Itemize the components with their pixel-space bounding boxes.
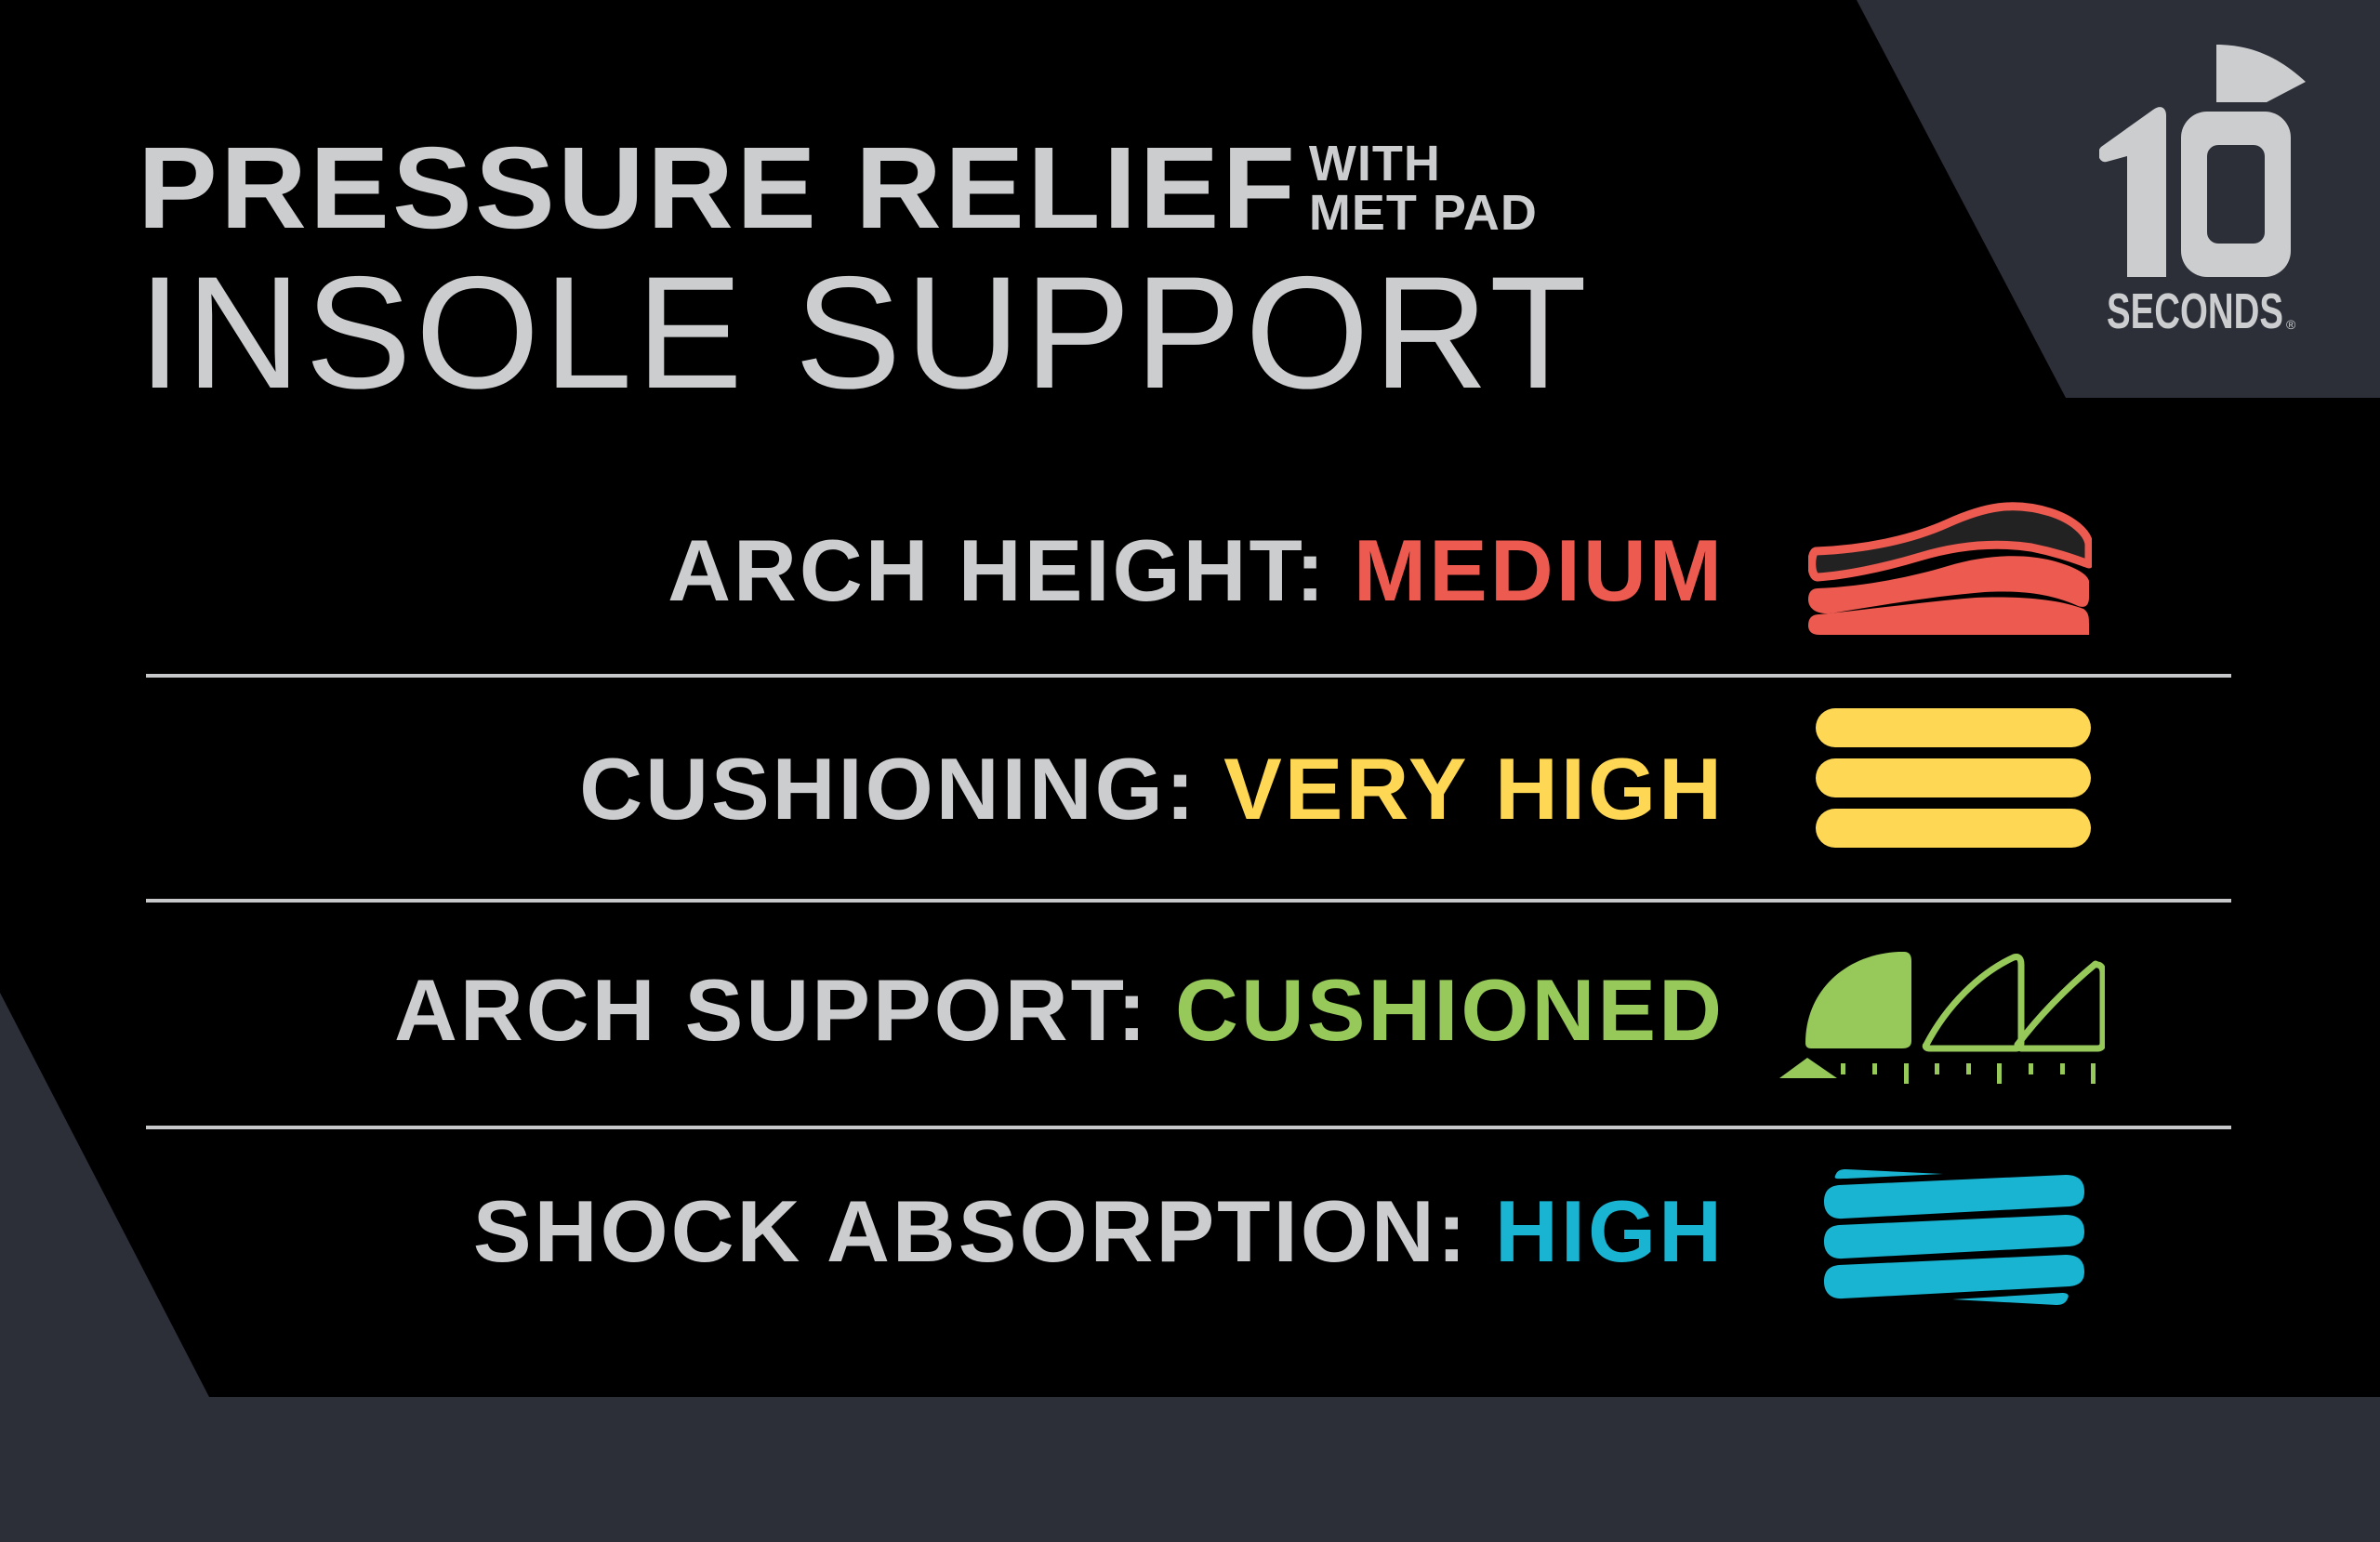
arch-support-scale-icon xyxy=(1779,952,2105,1084)
feature-row-shock-absorption: SHOCK ABSORPTION:HIGH xyxy=(0,1188,1725,1275)
divider xyxy=(146,674,2231,678)
feature-label: CUSHIONING: xyxy=(579,740,1198,837)
page-title: PRESSURE RELIEF xyxy=(138,124,1299,253)
feature-value: MEDIUM xyxy=(1353,521,1725,619)
feature-value: CUSHIONED xyxy=(1174,961,1725,1059)
title-line1-group: PRESSURE RELIEF WITH MET PAD xyxy=(138,130,1538,246)
subtitle-line2: MET PAD xyxy=(1308,184,1538,241)
title-subtitle: WITH MET PAD xyxy=(1308,136,1538,241)
feature-row-arch-height: ARCH HEIGHT:MEDIUM xyxy=(0,527,1725,614)
feature-row-arch-support: ARCH SUPPORT:CUSHIONED xyxy=(0,967,1725,1054)
ten-seconds-logo: SECONDS ® xyxy=(2099,45,2306,339)
shock-absorption-spring-icon xyxy=(1824,1169,2084,1305)
feature-value: HIGH xyxy=(1495,1182,1725,1280)
subtitle-line1: WITH xyxy=(1308,136,1441,191)
arch-height-layers-icon xyxy=(1808,502,2092,635)
feature-value: VERY HIGH xyxy=(1223,740,1725,837)
logo-word: SECONDS xyxy=(2107,283,2283,339)
cushioning-bars-icon xyxy=(1816,708,2091,848)
logo-registered-mark: ® xyxy=(2286,317,2296,332)
feature-label: SHOCK ABSORPTION: xyxy=(472,1182,1469,1280)
divider xyxy=(146,899,2231,903)
page-subtitle: INSOLE SUPPORT xyxy=(138,244,1592,422)
feature-label: ARCH SUPPORT: xyxy=(394,961,1149,1059)
divider xyxy=(146,1126,2231,1129)
feature-label: ARCH HEIGHT: xyxy=(668,521,1328,619)
feature-row-cushioning: CUSHIONING:VERY HIGH xyxy=(0,745,1725,833)
